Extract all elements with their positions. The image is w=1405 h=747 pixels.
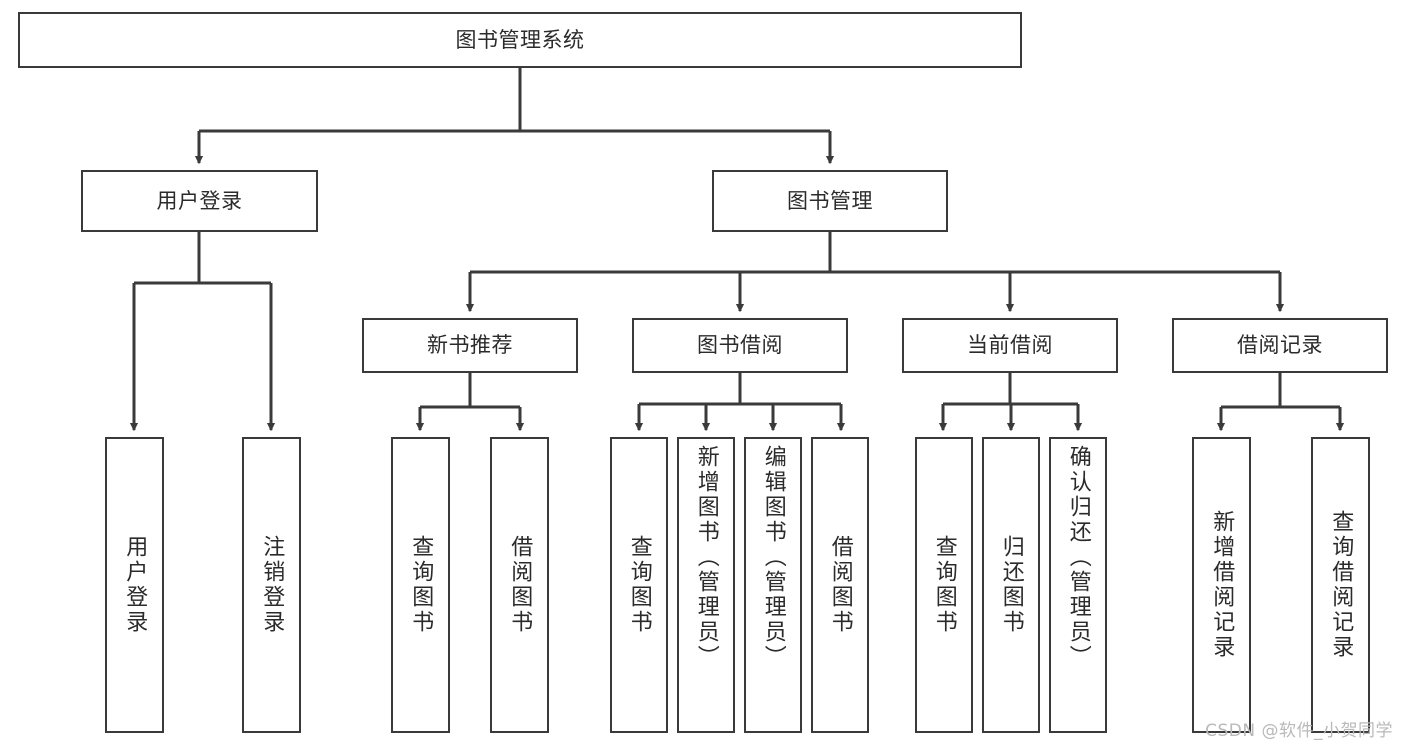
node-root-book-management-system[interactable]: 图书管理系统 [18,12,1022,68]
node-borrow-records[interactable]: 借阅记录 [1172,318,1388,373]
node-label: 查询借阅记录 [1328,510,1354,660]
leaf-book-borrow-add-book-admin[interactable]: 新增图书（管理员） [677,437,735,733]
leaf-current-borrow-confirm-return-admin[interactable]: 确认归还（管理员） [1049,437,1107,733]
node-label: 查询图书 [626,535,652,635]
node-label: 图书借阅 [697,333,783,358]
node-label: 借阅图书 [827,535,853,635]
node-book-borrow[interactable]: 图书借阅 [632,318,848,373]
node-label: 编辑图书（管理员） [760,445,786,670]
leaf-book-borrow-edit-book-admin[interactable]: 编辑图书（管理员） [744,437,802,733]
node-label: 当前借阅 [967,333,1053,358]
node-label: 查询图书 [931,535,957,635]
node-current-borrow[interactable]: 当前借阅 [902,318,1118,373]
node-label: 图书管理系统 [455,27,585,52]
leaf-new-book-borrow-book[interactable]: 借阅图书 [490,437,549,733]
node-new-book-recommend[interactable]: 新书推荐 [362,318,578,373]
leaf-new-book-query-book[interactable]: 查询图书 [391,437,450,733]
node-label: 新增借阅记录 [1209,510,1235,660]
node-label: 借阅记录 [1237,333,1323,358]
leaf-book-borrow-query-book[interactable]: 查询图书 [610,437,668,733]
leaf-borrow-records-query-record[interactable]: 查询借阅记录 [1311,437,1370,733]
node-label: 图书管理 [787,188,873,213]
leaf-current-borrow-query-book[interactable]: 查询图书 [915,437,973,733]
node-label: 查询图书 [408,535,434,635]
node-label: 新增图书（管理员） [693,445,719,670]
node-label: 借阅图书 [507,535,533,635]
node-label: 用户登录 [122,535,148,635]
node-label: 归还图书 [998,535,1024,635]
leaf-user-login-logout[interactable]: 注销登录 [242,437,301,733]
leaf-current-borrow-return-book[interactable]: 归还图书 [982,437,1040,733]
node-label: 注销登录 [259,535,285,635]
leaf-borrow-records-add-record[interactable]: 新增借阅记录 [1192,437,1251,733]
node-user-login[interactable]: 用户登录 [81,170,318,232]
node-label: 新书推荐 [427,333,513,358]
leaf-user-login-login[interactable]: 用户登录 [105,437,164,733]
leaf-book-borrow-borrow-book[interactable]: 借阅图书 [811,437,869,733]
node-book-management[interactable]: 图书管理 [712,170,948,232]
node-label: 用户登录 [156,188,243,213]
csdn-watermark: CSDN @软件_小贺同学 [1205,721,1393,741]
node-label: 确认归还（管理员） [1065,445,1091,670]
